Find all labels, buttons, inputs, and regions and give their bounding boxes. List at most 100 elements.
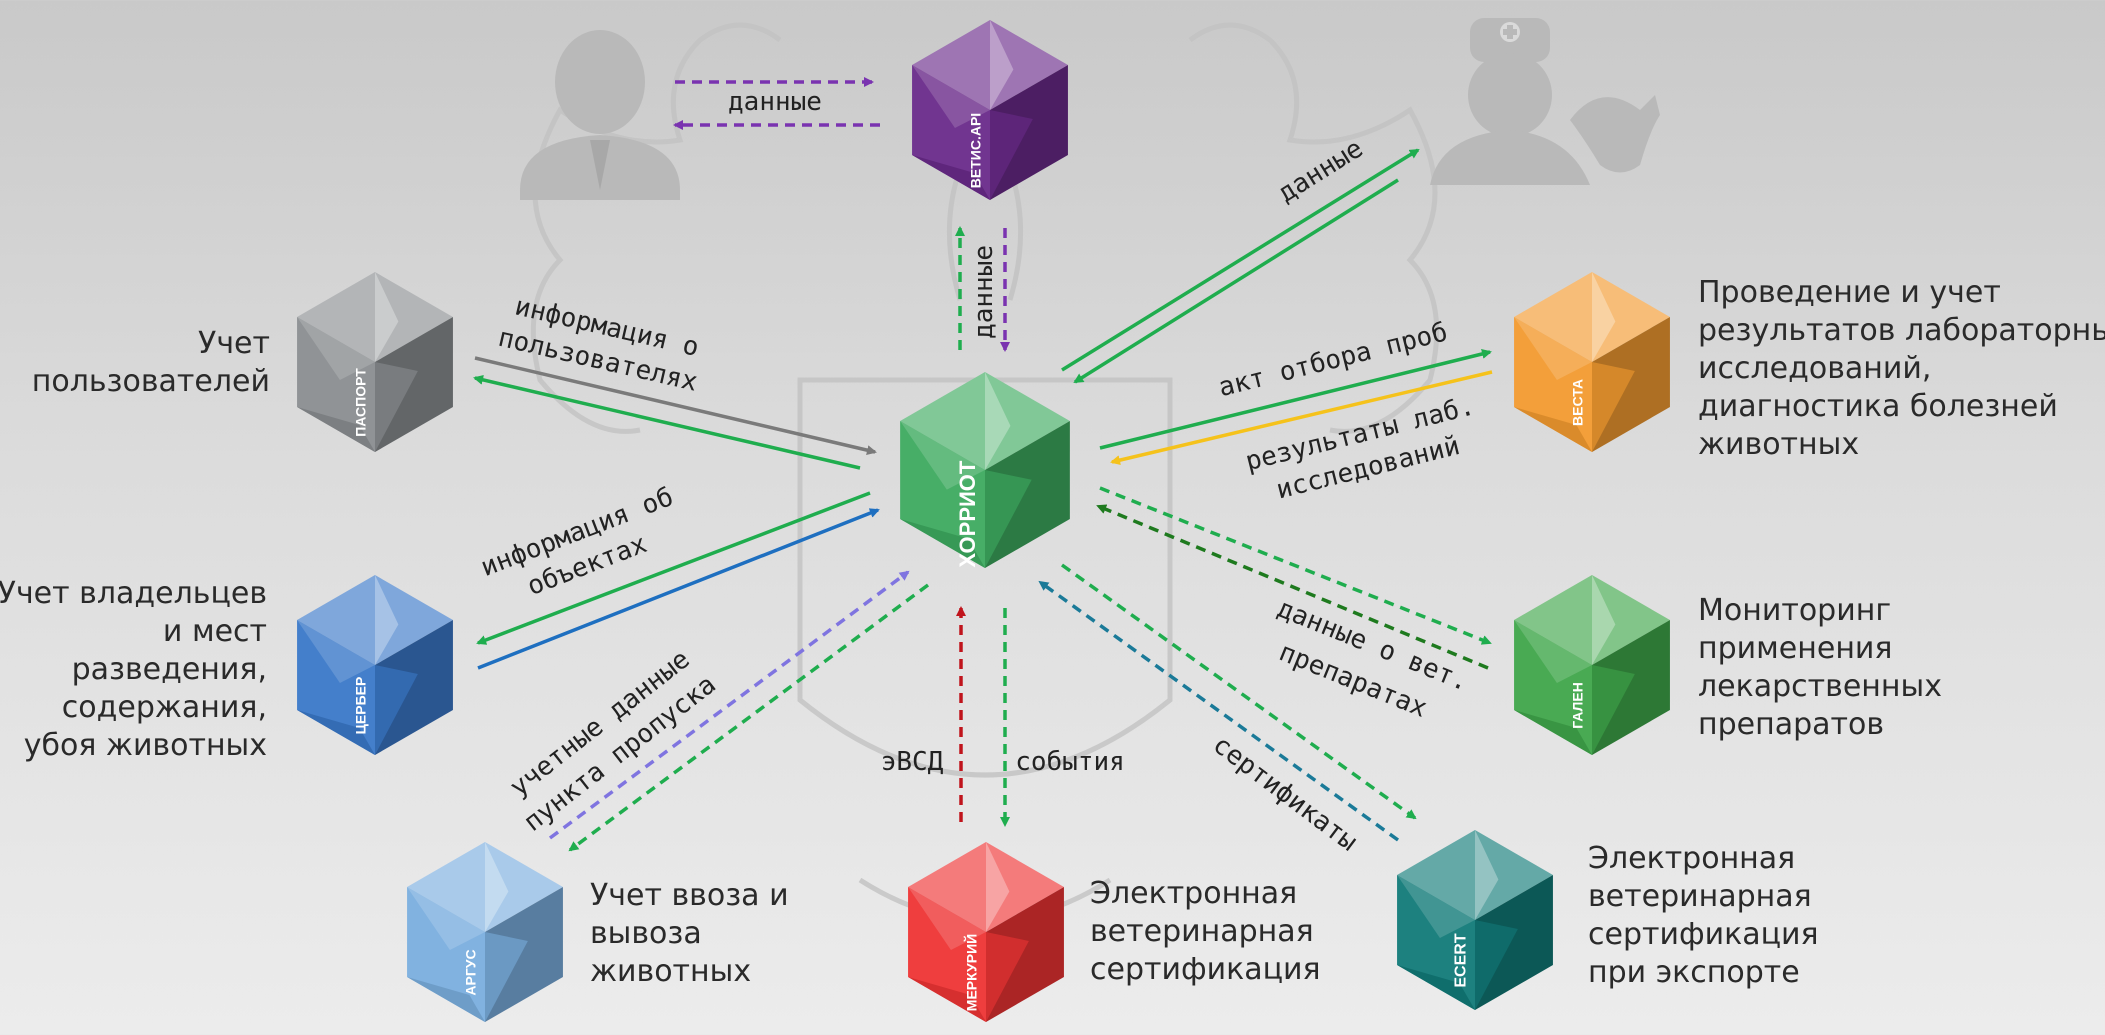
label-certificates: сертификаты [1207,730,1363,858]
cube-label-cerber: ЦЕРБЕР [353,677,369,735]
cube-facet [1592,362,1635,452]
desc-line: Электронная [1588,841,1796,876]
cube-facet [485,842,509,932]
arrow-ecert-to-center [1038,580,1400,842]
cube-right-face [990,65,1068,200]
cube-right-face [1475,875,1553,1010]
arrow-center-to-argus [568,583,930,852]
cube-vesta: ВЕСТА [1514,272,1670,452]
arrow-center-to-ecert [1060,563,1417,820]
desc-line: убоя животных [23,728,267,763]
desc-argus: Учет ввоза и вывоза животных [590,877,789,991]
cube-label-galen: ГАЛЕН [1570,682,1586,729]
cube-facet [297,710,375,755]
cube-facet [986,842,1010,932]
cube-right-face [485,887,563,1022]
cube-label-mercury: МЕРКУРИЙ [963,934,980,1011]
cube-argus: АРГУС [407,842,563,1022]
arrow-center-to-cerber [476,491,871,645]
connections [473,77,1493,852]
cube-label-center: ХОРРИОТ [955,460,980,567]
desc-line: лекарственных [1698,669,1942,704]
cube-facet [990,20,1014,110]
desc-vesta: Проведение и учет результатов лабораторн… [1698,274,2105,464]
cube-galen: ГАЛЕН [1514,575,1670,755]
cube-facet [375,272,399,362]
cube-left-face [912,65,990,200]
cube-label-vesta: ВЕСТА [1570,379,1586,426]
desc-line: препаратов [1698,707,1885,742]
arrow-center-to-vesta [1099,349,1492,450]
label-events: события [1015,747,1125,777]
cube-right-face [1592,317,1670,452]
cube-facet [1475,920,1518,1010]
desc-line: Учет ввоза и [590,878,789,913]
cube-facet [375,575,399,665]
cube-facet [908,977,986,1022]
cube-ecert: ECERT [1397,830,1553,1010]
cube-facet [912,155,990,200]
desc-line: Проведение и учет [1698,275,2001,310]
cube-facet [990,110,1033,200]
cube-cerber: ЦЕРБЕР [297,575,453,755]
cube-pasport: ПАСПОРТ [297,272,453,452]
cube-label-vetis-api: ВЕТИС.API [968,113,984,188]
desc-line: разведения, [71,652,267,687]
cube-facet [908,887,986,950]
cube-facet [1514,710,1592,755]
desc-pasport: Учет пользователей [32,325,270,401]
cube-facet [375,665,418,755]
cube-facet [985,372,1011,470]
cube-facet [375,362,418,452]
desc-line: Электронная [1090,876,1298,911]
veterinarian-cow-icon [1430,18,1660,185]
desc-galen: Мониторинг применения лекарственных преп… [1698,592,1942,744]
desc-line: диагностика болезней [1698,389,2058,424]
cube-left-face [297,620,375,755]
label-vet-data: данные [1273,134,1369,209]
desc-line: Учет владельцев [0,576,267,611]
arrow-vesta-to-center [1110,370,1493,466]
label-vetis-data: данные [969,245,999,339]
desc-line: вывоза [590,916,702,951]
desc-line: применения [1698,631,1893,666]
desc-line: пользователей [31,364,270,399]
label-user-data: данные [728,87,822,117]
cube-facet [485,932,528,1022]
desc-line: и мест [162,614,267,649]
cube-left-face [297,317,375,452]
cube-facet [1397,965,1475,1010]
arrow-center-to-pasport [473,374,861,470]
desc-ecert: Электронная ветеринарная сертификация пр… [1588,840,1819,992]
desc-cerber: Учет владельцев и мест разведения, содер… [0,575,267,765]
arrow-pasport-to-center [474,356,877,456]
label-evsd: эВСД [881,747,944,777]
user-silhouette-icon [520,30,680,200]
cube-facet [1397,875,1475,938]
cube-facet [1592,272,1616,362]
cube-facet [407,887,485,950]
cube-mercury: МЕРКУРИЙ [908,842,1064,1022]
desc-line: при экспорте [1588,955,1800,990]
desc-line: результатов лабораторных [1698,313,2105,348]
cube-facet [1592,665,1635,755]
cube-facet [1475,830,1499,920]
cube-left-face [407,887,485,1022]
cube-facet [407,977,485,1022]
cube-facet [1592,575,1616,665]
desc-line: сертификация [1090,952,1321,987]
cube-label-ecert: ECERT [1453,933,1470,987]
arrow-center-to-galen [1099,486,1492,645]
cube-vetis-api: ВЕТИС.API [912,20,1068,200]
desc-line: содержания, [61,690,267,725]
arrow-cerber-to-center [477,508,880,670]
cube-facet [912,65,990,128]
cube-right-face [985,421,1070,568]
cube-left-face [908,887,986,1022]
cube-facet [297,620,375,683]
cubes: ХОРРИОТ ВЕТИС.API ПАСПОРТ ВЕСТА ЦЕРБЕР ГАЛЕН А… [297,20,1670,1022]
desc-mercury: Электронная ветеринарная сертификация [1090,875,1321,989]
cube-facet [900,421,985,490]
arrow-galen-to-center [1096,504,1489,670]
